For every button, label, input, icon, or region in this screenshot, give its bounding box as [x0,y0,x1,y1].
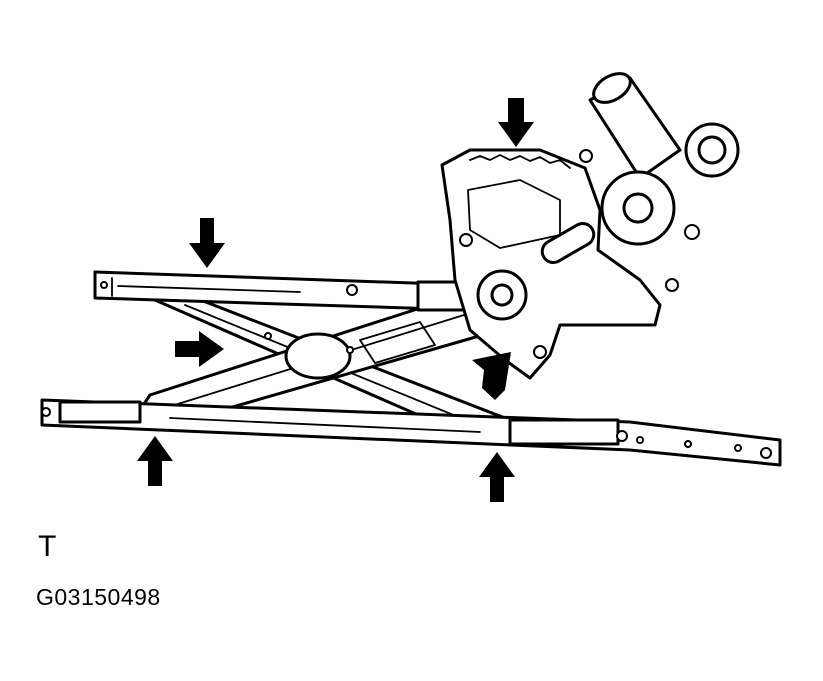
arrow-motor-bracket [472,352,511,400]
arrow-sector-gear [498,98,534,147]
lower-rail [40,398,782,467]
arrow-upper-rail [189,218,225,268]
secondary-arm [138,290,502,427]
view-glyph: T [38,530,57,563]
figure-code: G03150498 [36,584,161,610]
upper-rail [93,270,472,312]
arrow-arm-pivot [175,331,224,367]
window-motor [588,72,740,246]
arrow-lower-right-pivot [479,452,515,502]
sector-gear [440,148,679,380]
arrow-lower-left-pivot [137,436,173,486]
